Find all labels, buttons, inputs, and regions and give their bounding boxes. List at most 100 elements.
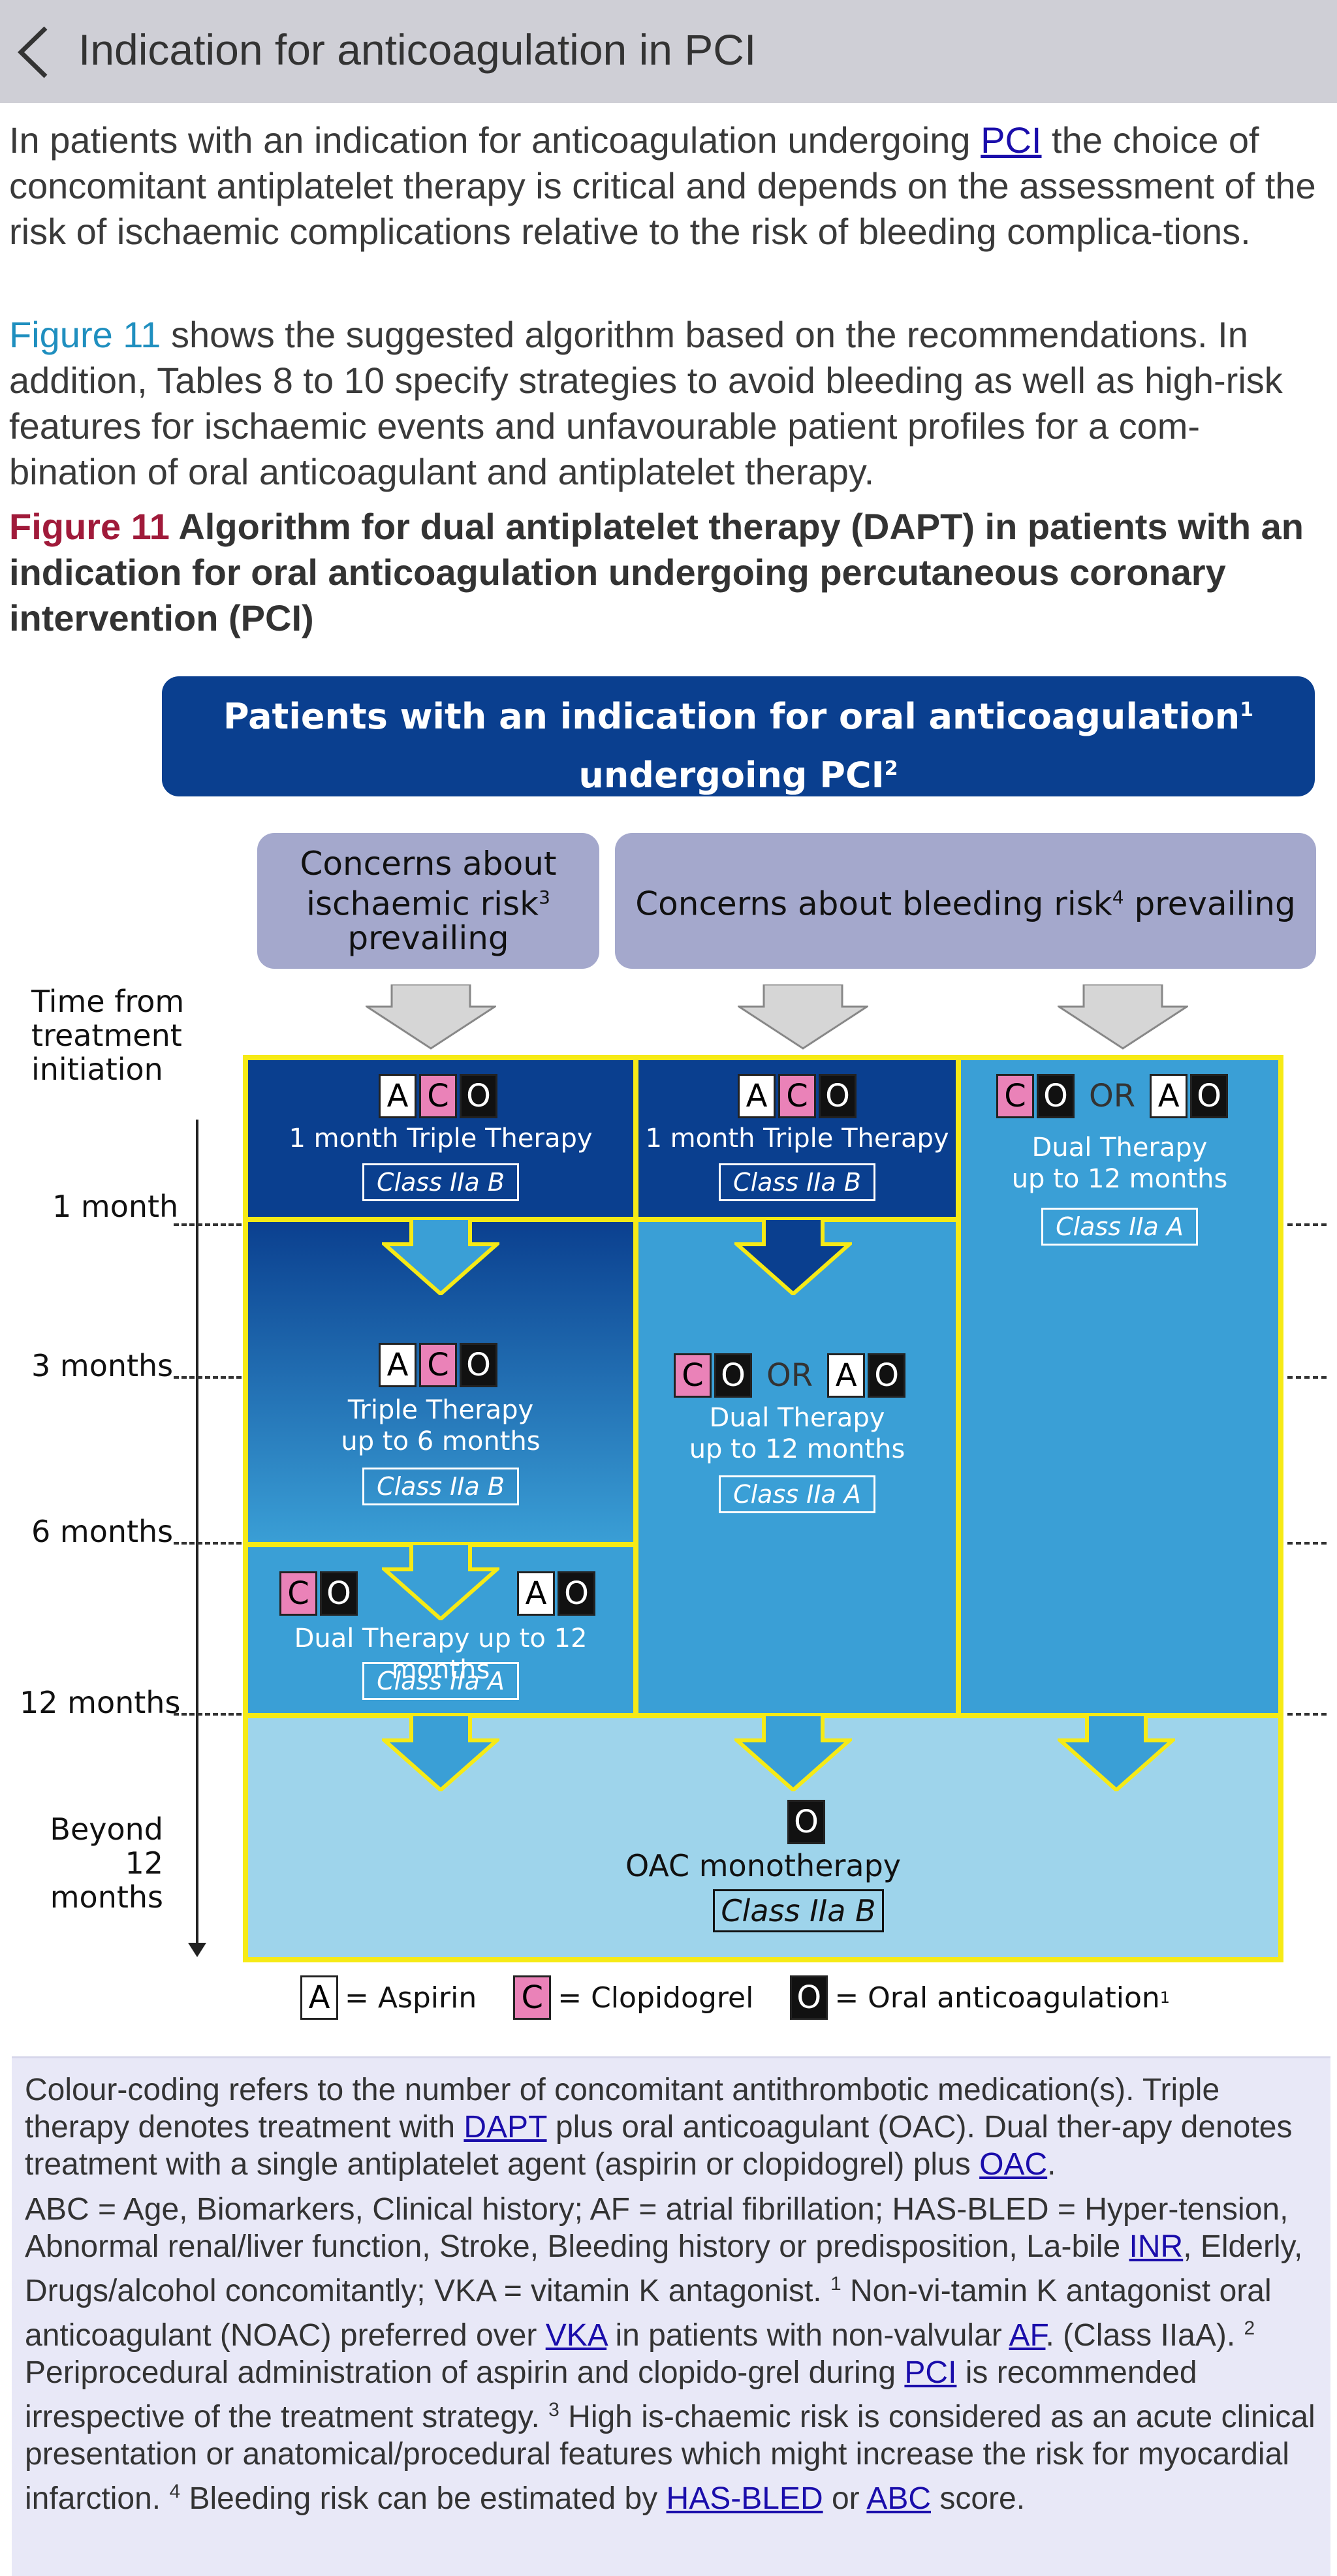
- aspirin-badge: A: [517, 1571, 555, 1616]
- chevron-left-icon: [17, 26, 48, 78]
- tick-1-month-right: [1287, 1223, 1327, 1226]
- col2-aco-badges: A C O: [738, 1073, 857, 1119]
- oac-badge: O: [790, 1975, 828, 2020]
- legend: A = Aspirin C = Clopidogrel O = Oral ant…: [300, 1971, 1206, 2024]
- aspirin-badge: A: [827, 1353, 866, 1398]
- bottom-class: Class IIa B: [713, 1889, 884, 1932]
- therapy-grid: A C O 1 month Triple Therapy Class IIa B…: [243, 1055, 1283, 1962]
- time-label-6-months: 6 months: [31, 1514, 174, 1549]
- clopidogrel-badge: C: [279, 1571, 317, 1616]
- down-arrow-icon: [382, 1217, 499, 1295]
- col3-class-1: Class IIa A: [1041, 1208, 1198, 1246]
- oac-badge: O: [460, 1074, 497, 1118]
- down-arrow-icon: [366, 984, 496, 1050]
- time-label-beyond: Beyond 12 months: [50, 1812, 163, 1915]
- clopidogrel-badge: C: [996, 1074, 1034, 1118]
- col2-dual-12m: [638, 1219, 956, 1713]
- time-axis-arrowhead: [188, 1943, 206, 1957]
- down-arrow-icon: [734, 1713, 852, 1791]
- col2-class-2: Class IIa A: [719, 1475, 875, 1513]
- oac-badge: O: [320, 1571, 358, 1616]
- has-bled-link[interactable]: HAS-BLED: [666, 2481, 823, 2516]
- clopidogrel-badge: C: [778, 1074, 816, 1118]
- intro-paragraph-2: Figure 11 shows the suggested algorithm …: [9, 314, 1283, 492]
- bleeding-risk-box: Concerns about bleeding risk4 prevailing: [615, 833, 1316, 969]
- down-arrow-icon: [734, 1217, 852, 1295]
- time-axis-header: Time from treatment initiation: [31, 984, 185, 1087]
- algorithm-figure: Patients with an indication for oral ant…: [0, 666, 1337, 2037]
- col1-aco-badges-2: A C O: [379, 1342, 497, 1388]
- col1-aco-badges: A C O: [379, 1073, 497, 1119]
- af-link[interactable]: AF: [1009, 2318, 1046, 2353]
- clopidogrel-badge: C: [513, 1975, 552, 2020]
- aspirin-badge: A: [1150, 1074, 1188, 1118]
- time-label-1-month: 1 month: [52, 1189, 179, 1224]
- patients-banner: Patients with an indication for oral ant…: [162, 676, 1315, 796]
- vka-link[interactable]: VKA: [545, 2318, 607, 2353]
- figure-label: Figure 11: [9, 506, 170, 547]
- pci-link-notes[interactable]: PCI: [904, 2355, 957, 2390]
- aspirin-badge: A: [379, 1343, 417, 1387]
- col1-co-badges: C O: [279, 1571, 358, 1616]
- page-title: Indication for anticoagulation in PCI: [78, 25, 757, 74]
- col1-ao-badges: A O: [517, 1571, 595, 1616]
- col2-co-or-ao-badges: C O OR A O: [674, 1353, 906, 1398]
- ischaemic-risk-box: Concerns about ischaemic risk3 prevailin…: [257, 833, 599, 969]
- intro-paragraph-1: In patients with an indication for antic…: [9, 119, 1316, 252]
- notes-paragraph-2: ABC = Age, Biomarkers, Clinical history;…: [25, 2192, 1315, 2516]
- time-label-3-months: 3 months: [31, 1348, 174, 1383]
- down-arrow-icon: [382, 1542, 499, 1620]
- divider: [956, 1060, 961, 1713]
- tick-6-months: [174, 1542, 242, 1545]
- bottom-o-badge: O: [787, 1799, 825, 1845]
- down-arrow-icon: [738, 984, 868, 1050]
- pci-link[interactable]: PCI: [981, 119, 1042, 161]
- col2-class-1: Class IIa B: [719, 1163, 875, 1201]
- abc-link[interactable]: ABC: [866, 2481, 932, 2516]
- aspirin-badge: A: [379, 1074, 417, 1118]
- time-label-12-months: 12 months: [20, 1685, 181, 1720]
- oac-badge: O: [1190, 1074, 1229, 1118]
- tick-3-months-right: [1287, 1376, 1327, 1379]
- divider: [248, 1217, 956, 1222]
- down-arrow-icon: [1058, 1713, 1175, 1791]
- divider: [633, 1060, 638, 1713]
- tick-1-month: [174, 1223, 242, 1226]
- oac-badge: O: [819, 1074, 857, 1118]
- col1-label-3: Dual Therapy up to 12 months: [294, 1624, 588, 1685]
- oac-badge: O: [558, 1571, 595, 1616]
- oac-badge: O: [1037, 1074, 1075, 1118]
- header-bar: Indication for anticoagulation in PCI: [0, 0, 1337, 103]
- oac-badge: O: [868, 1353, 906, 1398]
- tick-3-months: [174, 1376, 242, 1379]
- col1-class-2: Class IIa B: [362, 1468, 519, 1505]
- legend-aspirin: A = Aspirin: [300, 1975, 477, 2020]
- col1-label-2: Triple Therapy up to 6 months: [341, 1395, 541, 1456]
- dapt-link[interactable]: DAPT: [464, 2110, 547, 2144]
- tick-12-months: [174, 1713, 242, 1716]
- figure-11-link[interactable]: Figure 11: [9, 314, 161, 355]
- time-axis-line: [196, 1120, 198, 1949]
- inr-link[interactable]: INR: [1129, 2229, 1184, 2264]
- clopidogrel-badge: C: [419, 1343, 457, 1387]
- figure-caption: Figure 11 Algorithm for dual antiplatele…: [9, 506, 1304, 638]
- or-text: OR: [766, 1357, 813, 1394]
- oac-badge: O: [460, 1343, 497, 1387]
- oac-link[interactable]: OAC: [979, 2147, 1048, 2182]
- col1-label-1: 1 month Triple Therapy: [289, 1123, 593, 1154]
- or-text: OR: [1089, 1078, 1136, 1114]
- notes-paragraph-1: Colour-coding refers to the number of co…: [25, 2073, 1293, 2182]
- col3-dual-12m: [961, 1060, 1278, 1713]
- col3-label-1: Dual Therapy up to 12 months: [1011, 1133, 1228, 1194]
- col3-co-or-ao-badges: C O OR A O: [996, 1073, 1229, 1119]
- col1-class-3: Class IIa A: [362, 1662, 519, 1700]
- col2-label-1: 1 month Triple Therapy: [645, 1123, 949, 1154]
- oac-badge: O: [714, 1353, 752, 1398]
- col1-class-1: Class IIa B: [362, 1163, 519, 1201]
- oac-monotherapy-label: OAC monotherapy: [625, 1848, 902, 1883]
- back-button[interactable]: [7, 20, 59, 85]
- tick-6-months-right: [1287, 1542, 1327, 1545]
- clopidogrel-badge: C: [419, 1074, 457, 1118]
- aspirin-badge: A: [300, 1975, 338, 2020]
